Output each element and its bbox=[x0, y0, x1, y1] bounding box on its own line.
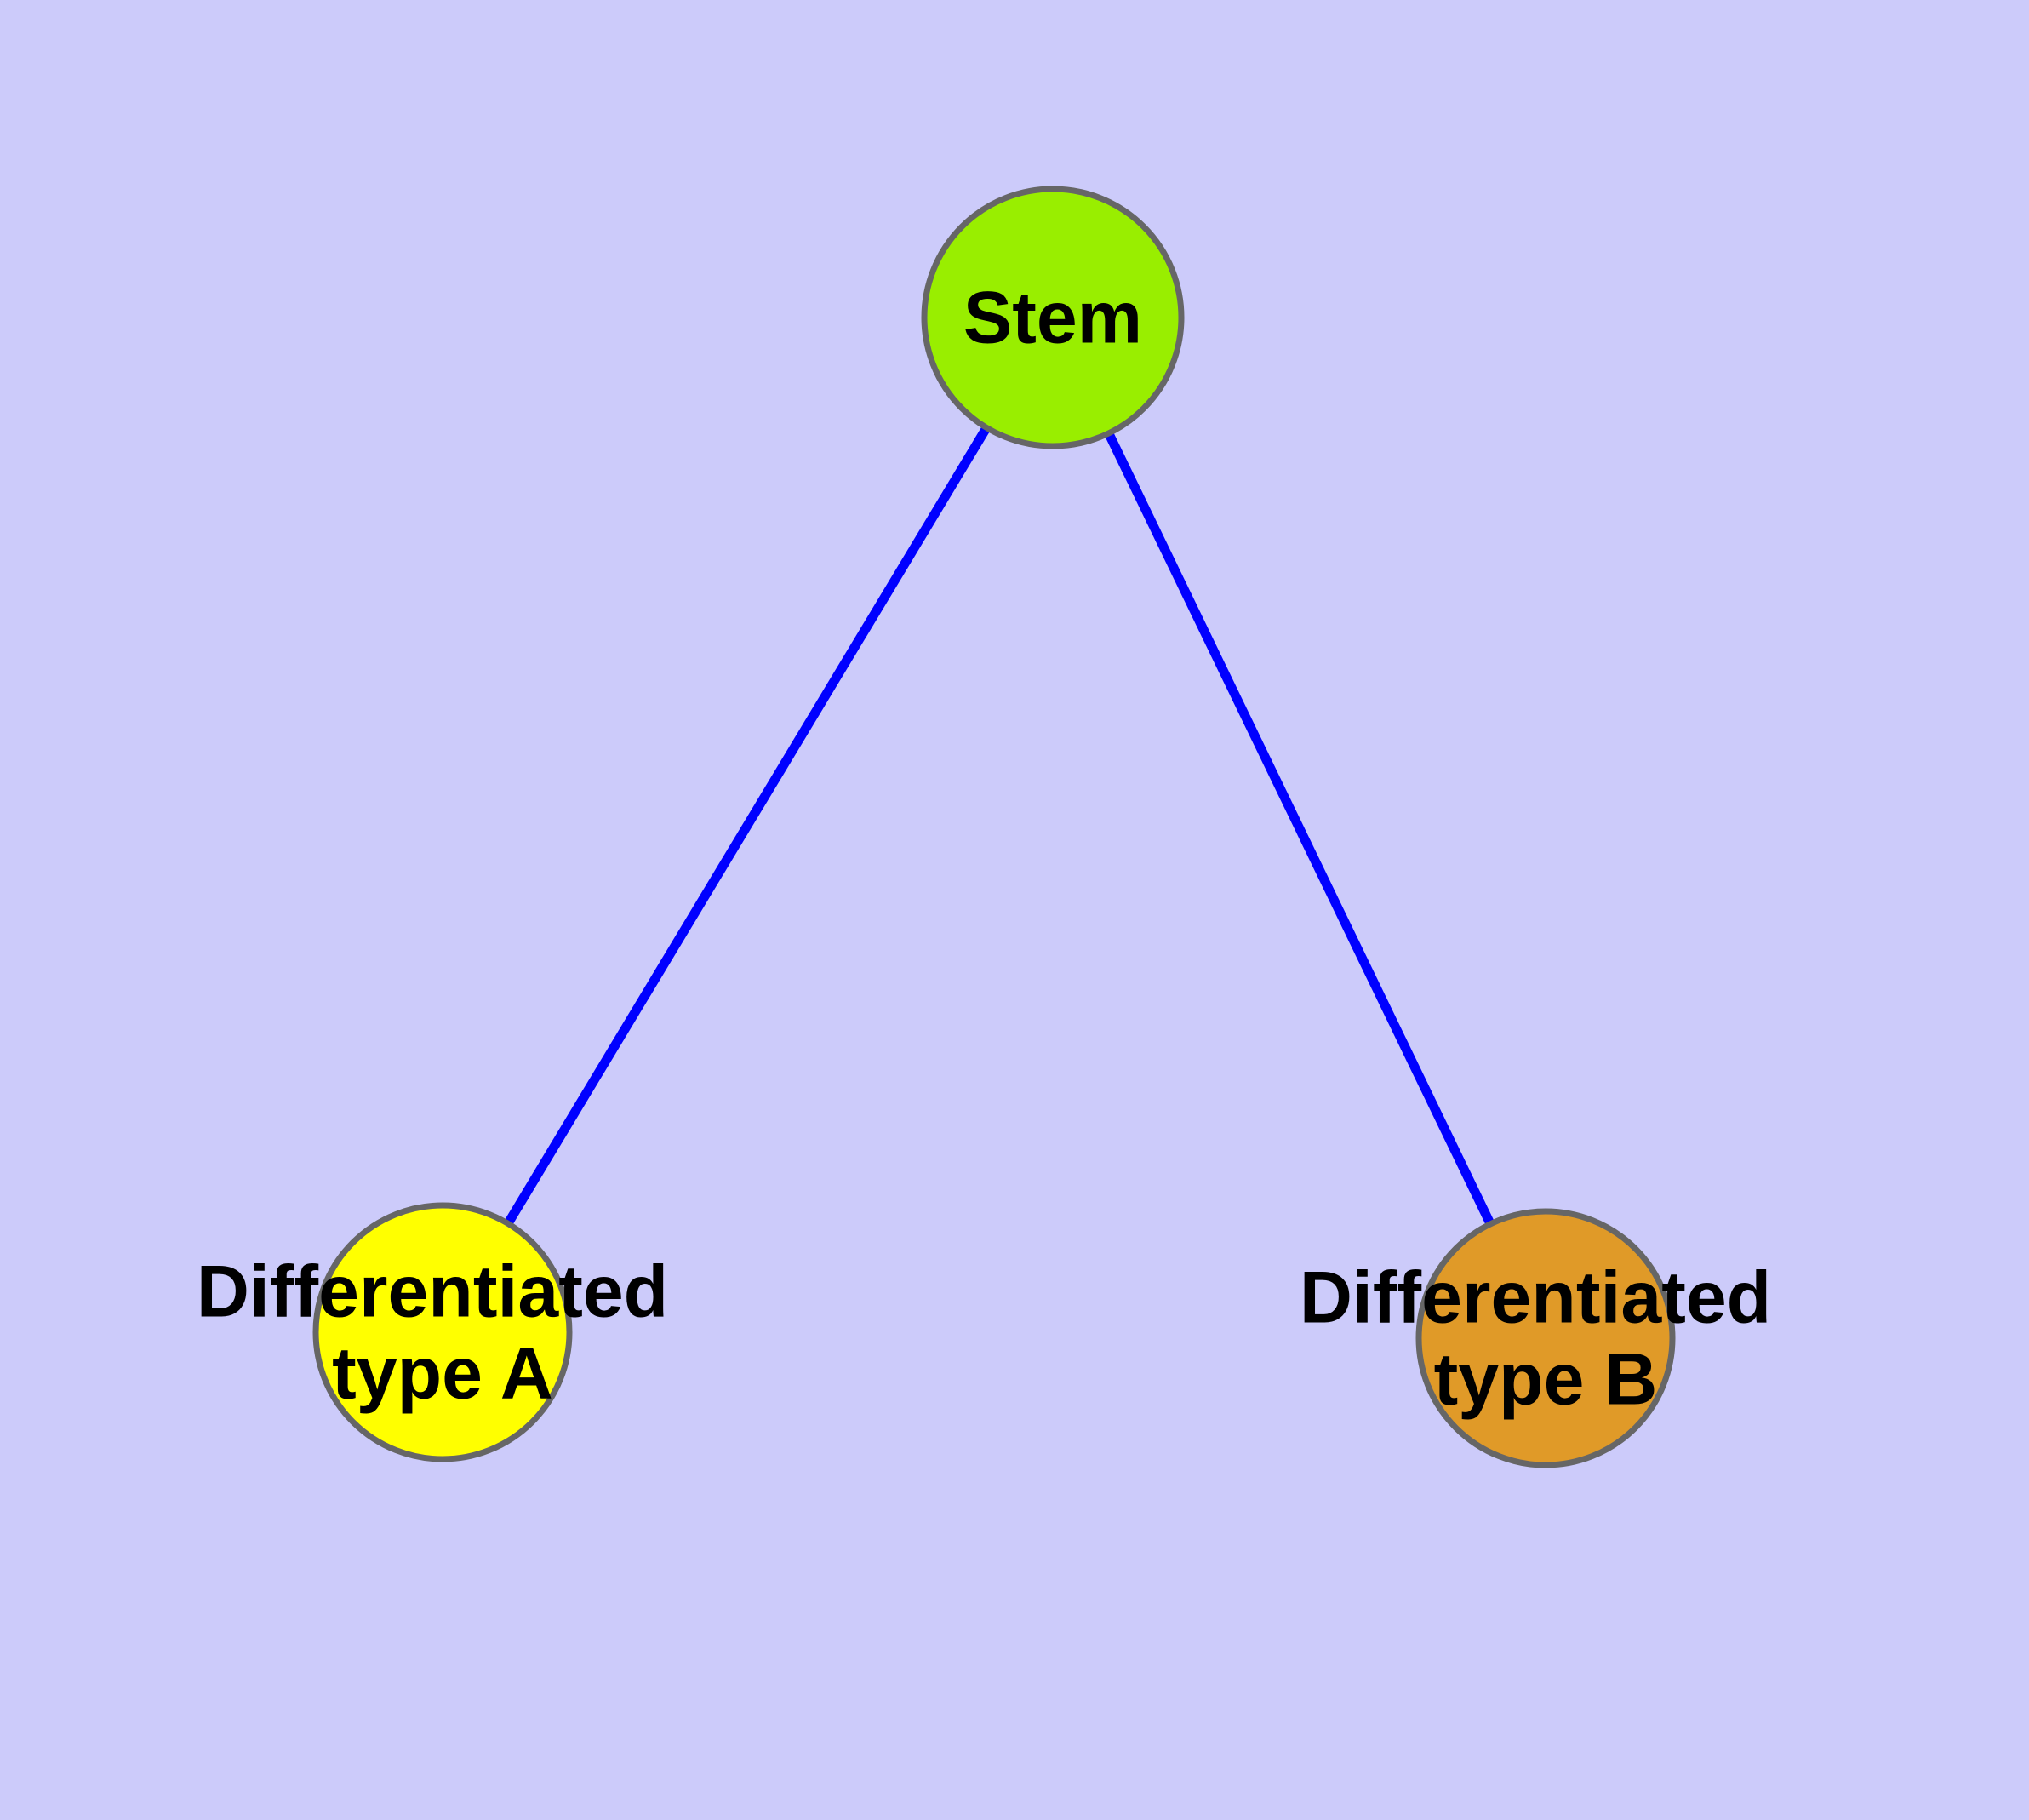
edges-layer bbox=[503, 423, 1496, 1228]
node-differentiated-type-a-label-line-1: Differentiated bbox=[197, 1251, 668, 1332]
node-differentiated-type-b-circle[interactable] bbox=[1415, 1208, 1676, 1468]
node-differentiated-type-b-label: Differentiated type B bbox=[1300, 1251, 1792, 1420]
edge-stem-to-differentiated-type-b[interactable] bbox=[1103, 429, 1496, 1228]
node-stem-label-line-1: Stem bbox=[963, 277, 1142, 358]
node-differentiated-type-a-circle[interactable] bbox=[312, 1202, 573, 1462]
node-differentiated-type-b[interactable]: Differentiated type B bbox=[1300, 1208, 1792, 1468]
nodes-layer: Stem Differentiated type A Differentiate… bbox=[197, 186, 1792, 1468]
node-stem-label: Stem bbox=[963, 277, 1142, 358]
node-differentiated-type-b-label-line-2: type B bbox=[1434, 1338, 1658, 1420]
edge-stem-to-differentiated-type-a[interactable] bbox=[503, 423, 992, 1228]
node-stem[interactable]: Stem bbox=[921, 186, 1185, 449]
node-differentiated-type-a-label: Differentiated type A bbox=[197, 1245, 689, 1414]
node-differentiated-type-a[interactable]: Differentiated type A bbox=[197, 1202, 689, 1462]
node-stem-circle[interactable] bbox=[921, 186, 1185, 449]
node-differentiated-type-a-label-line-2: type A bbox=[332, 1332, 553, 1414]
node-differentiated-type-b-label-line-1: Differentiated bbox=[1300, 1256, 1771, 1338]
